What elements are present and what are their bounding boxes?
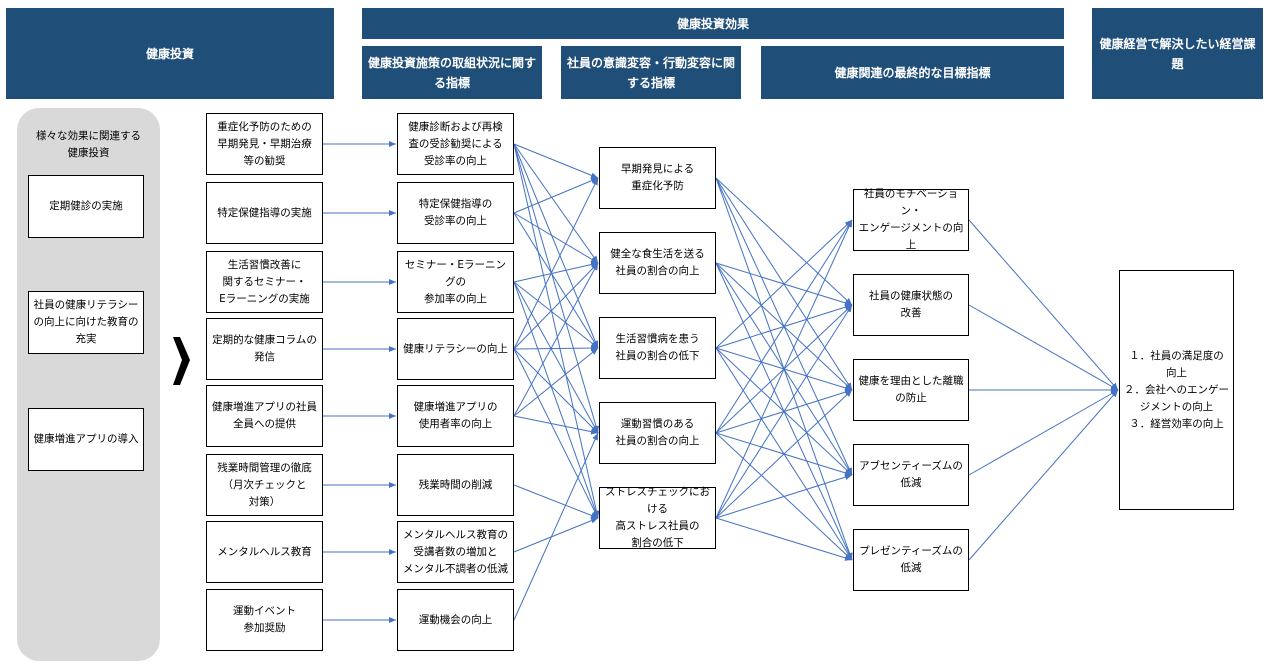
connector-arrow — [715, 304, 853, 519]
goals-box: １．社員の満足度の 向上 ２．会社へのエンゲー ジメントの向上 ３．経営効率の向… — [1119, 270, 1234, 510]
connector-arrow — [513, 281, 599, 349]
connector-arrow — [513, 517, 599, 553]
investment-box: 残業時間管理の徹底 （月次チェックと 対策） — [206, 454, 323, 516]
connector-arrow — [513, 143, 599, 264]
investment-box: 生活習慣改善に 関するセミナー・ Eラーニングの実施 — [206, 251, 323, 313]
header-issues: 健康経営で解決したい経営課題 — [1092, 8, 1263, 99]
indicator-box: 健康増進アプリの 使用者率の向上 — [397, 385, 514, 447]
connector-arrow — [513, 143, 599, 434]
connector-arrow — [715, 219, 853, 434]
indicator-box: 健康診断および再検 査の受診勧奨による 受診率の向上 — [397, 113, 514, 175]
investment-box: 運動イベント 参加奨励 — [206, 589, 323, 651]
connector-arrow — [715, 474, 853, 519]
connector-arrow — [513, 177, 599, 350]
connector-arrow — [513, 345, 599, 352]
final-box: 健康を理由とした離職 の防止 — [853, 359, 969, 421]
investment-box: 健康増進アプリの社員 全員への提供 — [206, 385, 323, 447]
goal-item: ３．経営効率の向上 — [1129, 417, 1224, 430]
side-item: 定期健診の実施 — [28, 175, 144, 238]
investment-box: 定期的な健康コラムの 発信 — [206, 318, 323, 380]
goal-item: ２．会社へのエンゲー ジメントの向上 — [1124, 383, 1229, 413]
flow-arrow-icon — [173, 337, 190, 385]
side-item: 健康増進アプリの導入 — [28, 408, 144, 471]
connector-arrow — [968, 219, 1119, 391]
connector-arrow — [513, 415, 599, 435]
header-investment: 健康投資 — [6, 8, 334, 99]
connector-arrow — [513, 212, 599, 349]
connector-arrow — [513, 212, 599, 264]
indicator-box: 運動機会の向上 — [397, 589, 514, 651]
final-box: 社員の健康状態の 改善 — [853, 274, 969, 336]
connector-arrow — [715, 177, 853, 306]
final-box: アブセンティーズムの 低減 — [853, 444, 969, 506]
indicator-box: セミナー・Eラーニングの 参加率の向上 — [397, 251, 514, 313]
investment-box: 重症化予防のための 早期発見・早期治療 等の勧奨 — [206, 113, 323, 175]
connector-arrow — [513, 432, 599, 621]
final-box: 社員のモチベーション・ エンゲージメントの向上 — [853, 188, 969, 251]
behavior-box: 健全な食生活を送る 社員の割合の向上 — [599, 232, 716, 294]
final-box: プレゼンティーズムの 低減 — [853, 529, 969, 591]
connector-arrow — [968, 389, 1119, 476]
connector-arrow — [513, 484, 599, 519]
behavior-box: 運動習慣のある 社員の割合の向上 — [599, 402, 716, 464]
connector-arrow — [715, 389, 853, 519]
side-item: 社員の健康リテラシー の向上に向けた教育の 充実 — [28, 291, 144, 354]
connector-arrow — [513, 177, 599, 214]
indicator-box: 残業時間の削減 — [397, 454, 514, 516]
connector-arrow — [513, 143, 599, 179]
connector-arrow — [968, 304, 1119, 391]
header-effect-sub1: 健康投資施策の取組状況に関する指標 — [362, 46, 542, 99]
behavior-box: 生活習慣病を患う 社員の割合の低下 — [599, 317, 716, 379]
header-effect-sub2: 社員の意識変容・行動変容に関する指標 — [561, 46, 741, 99]
connector-arrow — [513, 262, 599, 350]
indicator-box: 特定保健指導の 受診率の向上 — [397, 182, 514, 244]
connector-arrow — [513, 281, 599, 434]
connector-arrow — [513, 348, 599, 434]
connector-arrow — [715, 219, 853, 349]
behavior-box: ストレスチェックにおける 高ストレス社員の 割合の低下 — [599, 486, 716, 549]
connector-arrow — [513, 261, 599, 283]
connector-arrow — [513, 143, 600, 519]
indicator-box: メンタルヘルス教育の 受講者数の増加と メンタル不調者の低減 — [397, 521, 514, 583]
connector-arrow — [513, 143, 599, 349]
investment-box: メンタルヘルス教育 — [206, 521, 323, 583]
goal-item: １．社員の満足度の 向上 — [1129, 349, 1224, 379]
connector-arrow — [513, 348, 599, 519]
side-panel-title: 様々な効果に関連する 健康投資 — [36, 130, 141, 159]
investment-box: 特定保健指導の実施 — [206, 182, 323, 244]
connector-arrow — [715, 219, 853, 519]
indicator-box: 健康リテラシーの向上 — [397, 318, 514, 380]
header-effect: 健康投資効果 — [362, 8, 1064, 39]
header-effect-sub3: 健康関連の最終的な目標指標 — [761, 46, 1064, 99]
connector-arrow — [715, 517, 853, 561]
connector-arrow — [513, 347, 599, 417]
connector-arrow — [513, 262, 599, 417]
behavior-box: 早期発見による 重症化予防 — [599, 147, 716, 209]
connector-arrow — [968, 389, 1119, 561]
